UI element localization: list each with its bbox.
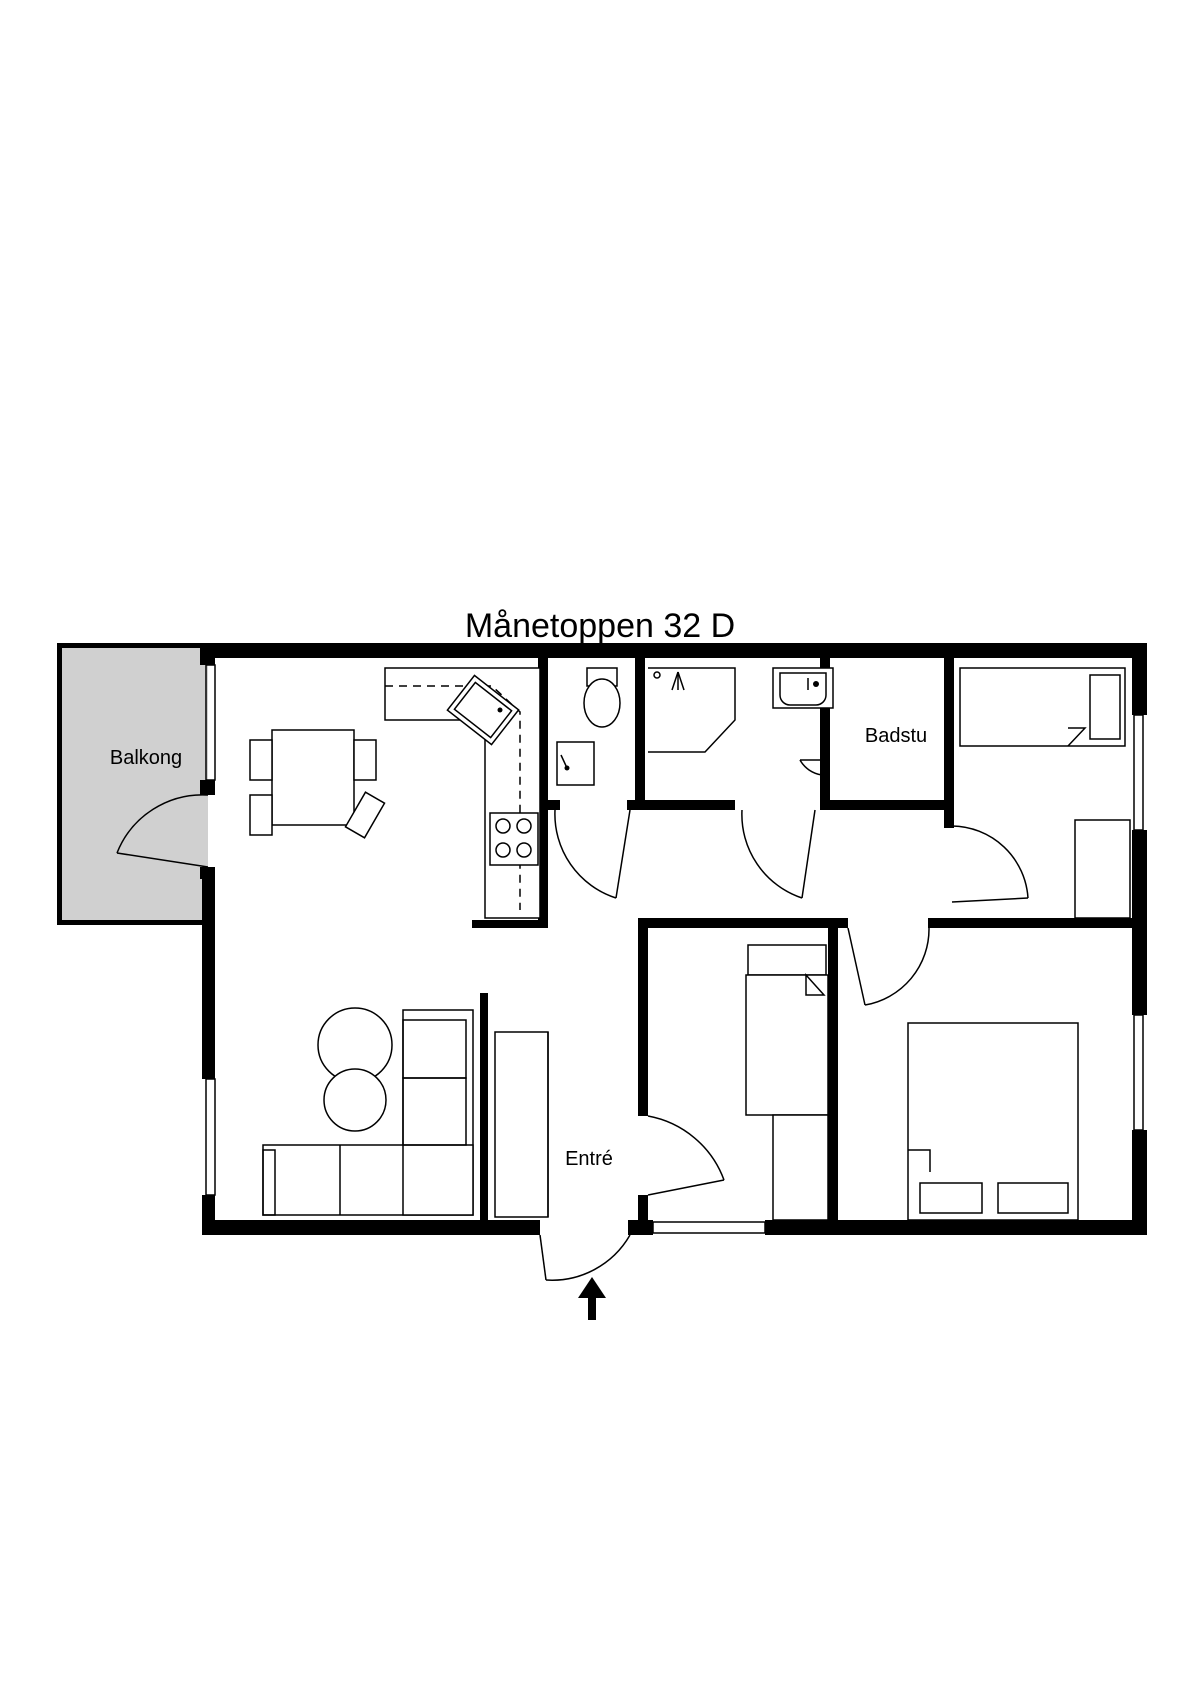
bedroom-2: [907, 1022, 1079, 1221]
entrance-arrow-icon: [578, 1277, 606, 1320]
living-room: [262, 1007, 549, 1218]
sink-icon: [772, 667, 834, 709]
doors: [539, 759, 1029, 1281]
kitchen: [384, 667, 541, 919]
balcony: Balkong: [57, 643, 209, 925]
toilet-icon: [583, 667, 621, 728]
shower-icon: [648, 667, 736, 753]
wc: [556, 667, 621, 786]
interior-walls: [472, 658, 1147, 1230]
plan-title: Månetoppen 32 D: [465, 607, 735, 645]
room-label-entre: Entré: [565, 1148, 613, 1170]
sink-icon: [446, 674, 520, 746]
bathroom: [648, 667, 834, 753]
stove-icon: [489, 812, 539, 866]
sink-icon: [556, 741, 595, 786]
dining-table: [249, 729, 386, 839]
room-label-balkong: Balkong: [110, 747, 182, 769]
room-label-badstu: Badstu: [865, 725, 927, 747]
bedroom-1: [959, 667, 1131, 919]
small-bedroom: [745, 944, 829, 1221]
